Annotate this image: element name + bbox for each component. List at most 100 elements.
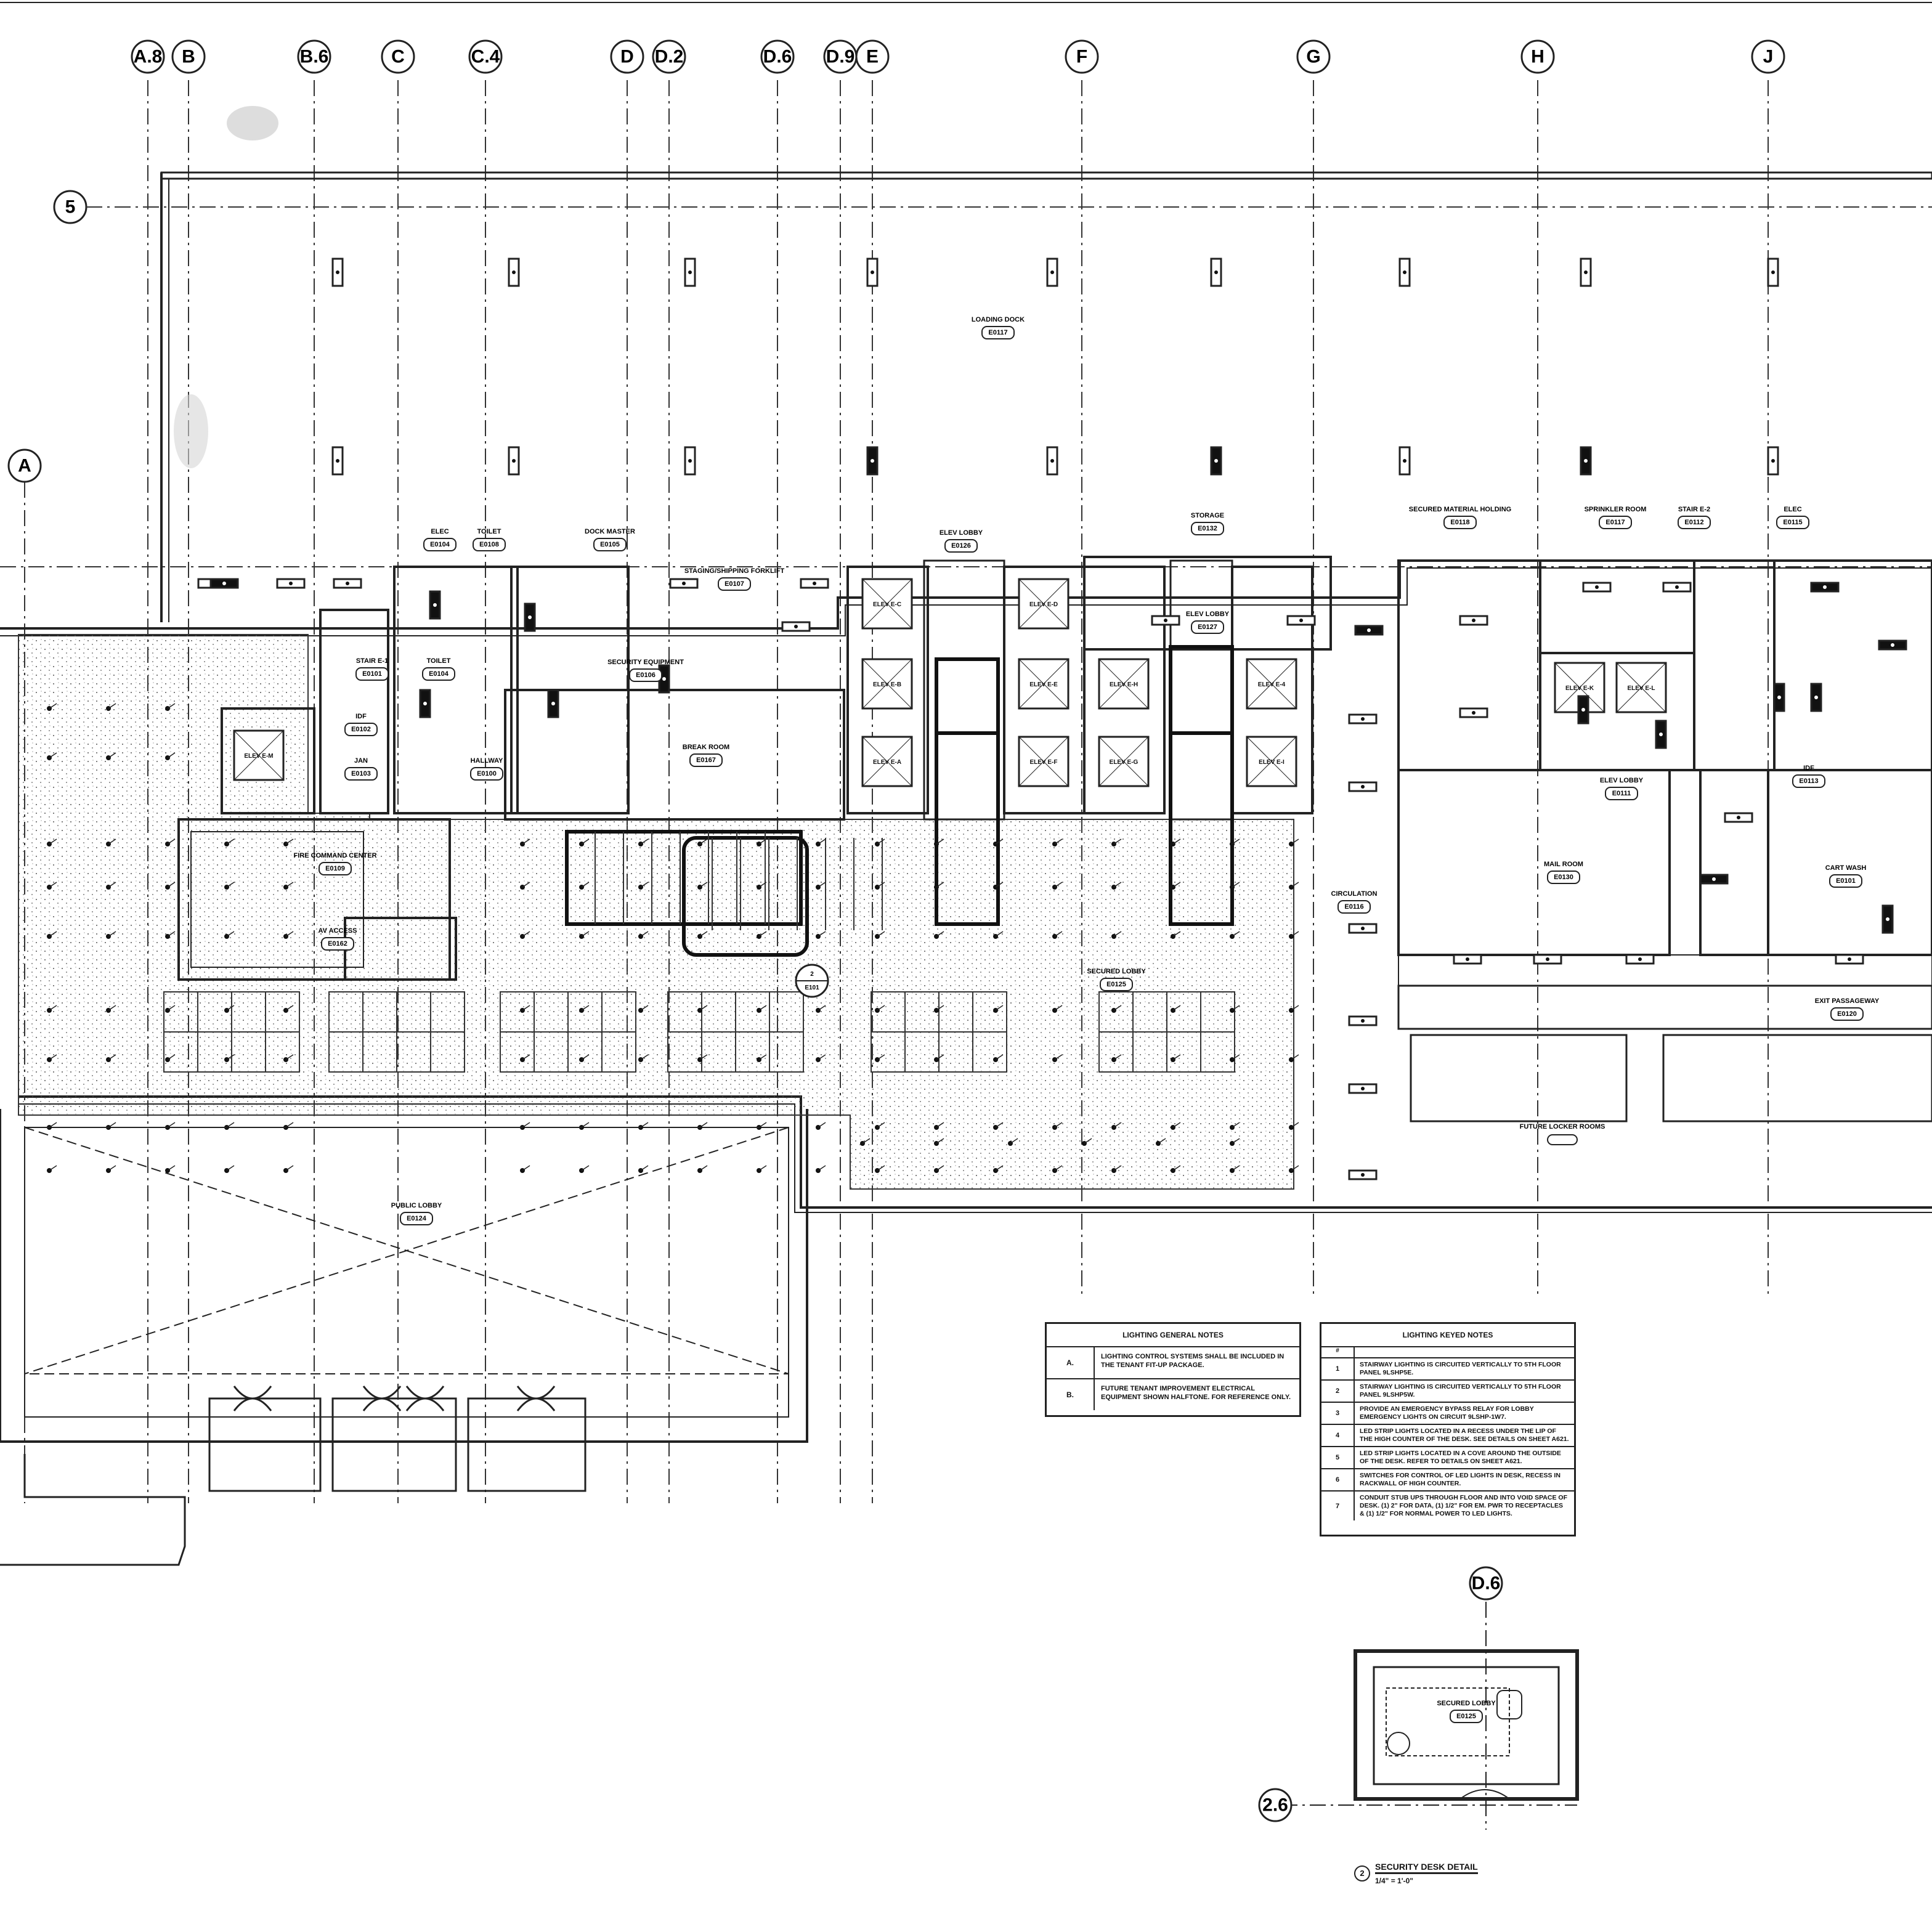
elevator-car: ELEV E-A xyxy=(861,736,913,787)
downlight-symbol xyxy=(165,882,176,890)
room-number: E0116 xyxy=(1344,903,1363,911)
light-fixture-symbol xyxy=(508,258,520,287)
downlight-symbol xyxy=(993,931,1004,939)
grid-label: G xyxy=(1306,47,1320,67)
downlight-symbol xyxy=(697,1054,708,1062)
downlight-symbol xyxy=(993,1005,1004,1013)
keyed-note-number: 3 xyxy=(1321,1403,1355,1424)
keyed-note-text: STAIRWAY LIGHTING IS CIRCUITED VERTICALL… xyxy=(1360,1361,1561,1376)
downlight-symbol xyxy=(283,1165,294,1173)
downlight-symbol xyxy=(165,752,176,760)
room-name: STAGING/SHIPPING FORKLIFT xyxy=(684,567,785,575)
elevator-label: ELEV E-I xyxy=(1259,759,1285,766)
general-notes-title: LIGHTING GENERAL NOTES xyxy=(1047,1324,1299,1347)
room-name: STAIR E-2 xyxy=(1678,506,1710,513)
light-fixture-symbol xyxy=(1881,904,1894,934)
light-fixture-symbol xyxy=(1046,446,1058,476)
room-tag: FUTURE LOCKER ROOMS xyxy=(1520,1123,1605,1145)
downlight-symbol xyxy=(993,882,1004,890)
light-fixture-symbol xyxy=(800,578,829,589)
light-fixture-symbol xyxy=(1625,954,1655,965)
downlight-symbol xyxy=(1230,1005,1240,1013)
downlight-symbol xyxy=(697,1005,708,1013)
room-name: FIRE COMMAND CENTER xyxy=(293,852,376,859)
downlight-symbol xyxy=(1052,1165,1063,1173)
downlight-symbol xyxy=(934,931,944,939)
light-fixture-symbol xyxy=(1046,258,1058,287)
downlight-symbol xyxy=(1289,1122,1299,1130)
grid-bubble: A xyxy=(7,448,42,483)
grid-label: C xyxy=(391,47,405,67)
grid-bubble: J xyxy=(1751,39,1785,74)
downlight-symbol xyxy=(224,1122,235,1130)
downlight-symbol xyxy=(1289,838,1299,846)
downlight-symbol xyxy=(697,1165,708,1173)
detail-room-name: SECURED LOBBY xyxy=(1437,1700,1496,1707)
downlight-symbol xyxy=(1289,1005,1299,1013)
room-name: ELEC xyxy=(431,528,448,535)
room-number: E0107 xyxy=(724,580,744,588)
downlight-symbol xyxy=(860,1138,871,1146)
downlight-symbol xyxy=(934,882,944,890)
downlight-symbol xyxy=(934,1054,944,1062)
downlight-symbol xyxy=(875,838,885,846)
downlight-symbol xyxy=(638,1165,649,1173)
elevator-car: ELEV E-D xyxy=(1018,578,1070,630)
downlight-symbol xyxy=(1052,882,1063,890)
room-number: E0104 xyxy=(429,670,449,678)
downlight-symbol xyxy=(579,1054,590,1062)
room-name: MAIL ROOM xyxy=(1544,861,1583,868)
room-number: E0127 xyxy=(1198,623,1217,631)
downlight-symbol xyxy=(283,838,294,846)
elevator-label: ELEV E-H xyxy=(1110,681,1138,688)
downlight-symbol xyxy=(1171,882,1181,890)
room-number: E0101 xyxy=(1836,877,1856,885)
room-number: E0103 xyxy=(351,770,371,777)
downlight-symbol xyxy=(1230,1122,1240,1130)
room-number: E0101 xyxy=(362,670,382,678)
section-callout-sheet: E101 xyxy=(805,984,819,991)
grid-label: D.6 xyxy=(763,47,792,67)
downlight-symbol xyxy=(224,882,235,890)
room-number: E0104 xyxy=(430,541,450,548)
light-fixture-symbol xyxy=(1655,720,1667,749)
light-fixture-symbol xyxy=(1878,639,1907,651)
downlight-symbol xyxy=(1289,931,1299,939)
room-tag: ELEC E0104 xyxy=(423,528,457,551)
downlight-symbol xyxy=(816,838,826,846)
downlight-symbol xyxy=(1171,1005,1181,1013)
room-name: ELEV LOBBY xyxy=(1600,777,1644,784)
general-note-text: FUTURE TENANT IMPROVEMENT ELECTRICAL EQU… xyxy=(1101,1385,1291,1401)
light-fixture-symbol xyxy=(276,578,306,589)
light-fixture-symbol xyxy=(1724,812,1753,823)
downlight-symbol xyxy=(1111,1165,1122,1173)
downlight-symbol xyxy=(165,1054,176,1062)
room-number: E0113 xyxy=(1799,777,1818,785)
light-fixture-symbol xyxy=(429,590,441,620)
downlight-symbol xyxy=(47,1165,57,1173)
detail-title: SECURITY DESK DETAIL xyxy=(1375,1862,1478,1874)
downlight-symbol xyxy=(1111,1054,1122,1062)
detail-room-tag: E0125 xyxy=(1450,1710,1483,1723)
keyed-note-number: 4 xyxy=(1321,1425,1355,1446)
downlight-symbol xyxy=(520,1165,530,1173)
elevator-label: ELEV E-A xyxy=(873,759,901,766)
downlight-symbol xyxy=(697,882,708,890)
detail-grid-bubble-row: 2.6 xyxy=(1258,1788,1293,1822)
downlight-symbol xyxy=(757,1054,767,1062)
elevator-car: ELEV E-G xyxy=(1098,736,1150,787)
downlight-symbol xyxy=(1111,1122,1122,1130)
downlight-symbol xyxy=(283,1054,294,1062)
downlight-symbol xyxy=(106,703,116,711)
downlight-symbol xyxy=(934,838,944,846)
downlight-symbol xyxy=(47,838,57,846)
